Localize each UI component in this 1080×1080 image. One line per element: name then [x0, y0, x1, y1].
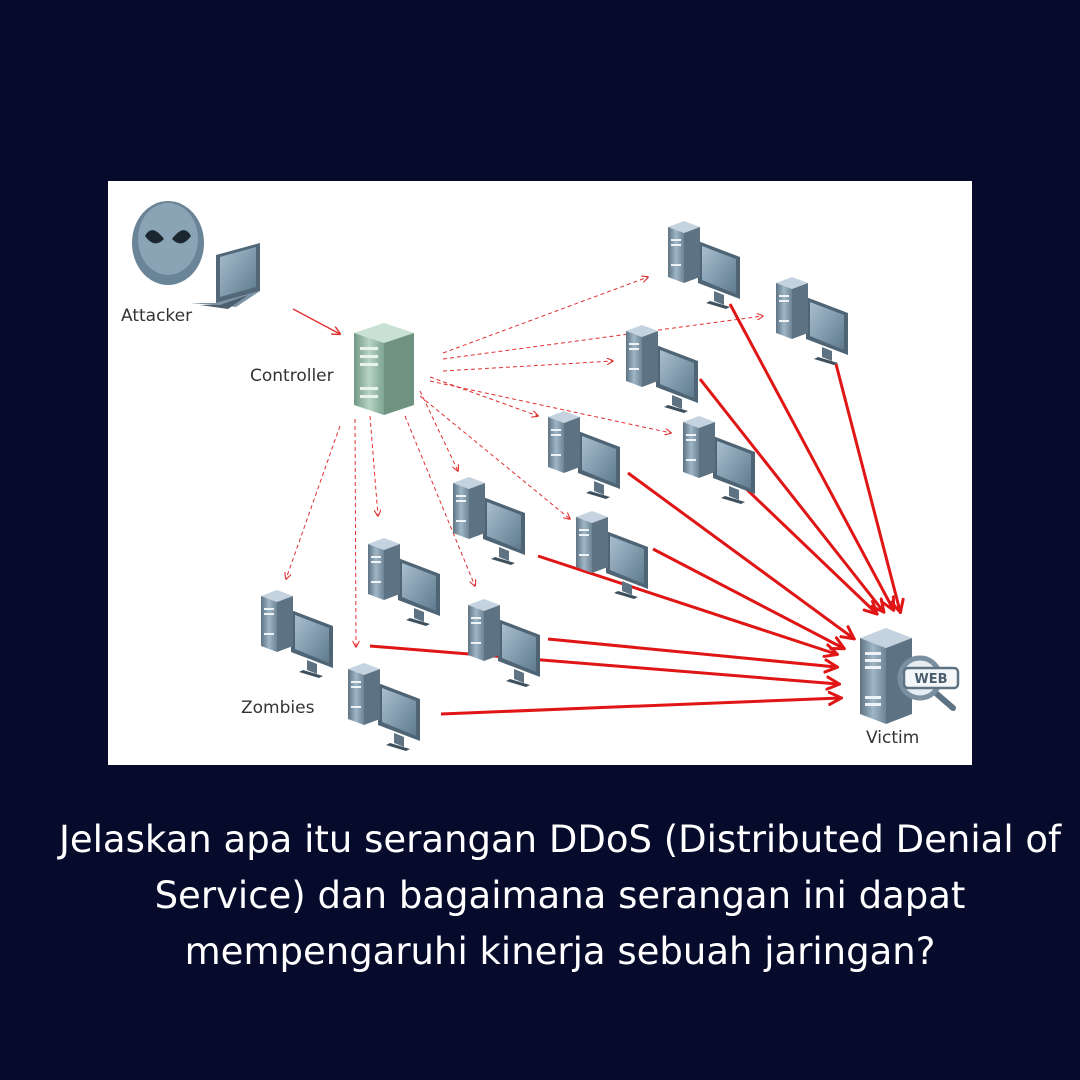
zombie-computer-icon: [368, 538, 440, 626]
attacker-to-controller-arrow: [292, 308, 340, 334]
controller-label: Controller: [250, 366, 334, 386]
ddos-diagram: Attacker Controller Zombies: [121, 201, 960, 751]
command-arrow: [442, 316, 763, 360]
question-line-3: mempengaruhi kinerja sebuah jaringan?: [184, 930, 936, 973]
attack-arrow: [728, 303, 893, 609]
attack-arrow: [736, 479, 876, 613]
attack-arrow: [547, 637, 836, 667]
command-arrow: [369, 415, 378, 516]
attack-arrow: [834, 363, 900, 611]
command-arrow: [429, 380, 671, 433]
attacker-label: Attacker: [121, 306, 192, 326]
zombie-computer-icon: [626, 325, 698, 413]
victim-server-icon: [860, 628, 912, 724]
attack-arrow: [652, 547, 843, 648]
command-arrow: [419, 390, 458, 471]
command-arrow: [419, 395, 570, 519]
question-line-2: Service) dan bagaimana serangan ini dapa…: [154, 874, 966, 917]
web-magnifier-icon: WEB: [897, 655, 960, 711]
command-arrow: [442, 277, 648, 354]
diagram-panel: Attacker Controller Zombies: [108, 181, 972, 765]
command-arrow: [442, 361, 613, 372]
zombie-computer-icon: [468, 599, 540, 687]
attack-arrows: [369, 303, 900, 716]
zombie-computer-icon: [348, 663, 420, 751]
command-arrow: [404, 415, 475, 586]
zombie-computer-icon: [576, 511, 648, 599]
zombie-computer-icon: [261, 590, 333, 678]
web-badge-text: WEB: [914, 672, 947, 687]
attack-arrow: [440, 698, 840, 716]
command-arrow: [355, 418, 356, 647]
attack-arrow: [698, 378, 883, 611]
zombies-group: [261, 221, 848, 751]
question-text: Jelaskan apa itu serangan DDoS (Distribu…: [40, 812, 1080, 980]
question-line-1: Jelaskan apa itu serangan DDoS (Distribu…: [58, 818, 1062, 861]
zombie-computer-icon: [683, 416, 755, 504]
zombie-computer-icon: [668, 221, 740, 309]
attacker-icon: [132, 201, 260, 309]
command-arrows: [286, 277, 763, 647]
controller-server-icon: [354, 323, 414, 415]
zombie-computer-icon: [776, 277, 848, 365]
victim-label: Victim: [866, 728, 919, 748]
zombies-label: Zombies: [241, 698, 315, 718]
attack-arrow: [537, 554, 836, 654]
command-arrow: [286, 425, 341, 579]
attack-arrow: [627, 471, 853, 638]
command-arrow: [429, 376, 538, 416]
attack-arrow: [369, 644, 838, 684]
zombie-computer-icon: [453, 477, 525, 565]
zombie-computer-icon: [548, 411, 620, 499]
